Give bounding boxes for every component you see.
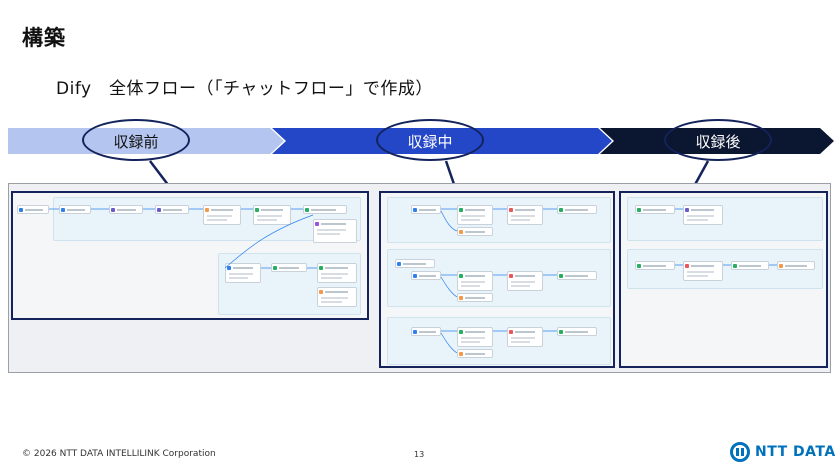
workflow-node xyxy=(17,205,49,214)
workflow-node xyxy=(225,263,261,283)
phase-ellipse-after xyxy=(664,119,772,161)
footer-copyright: © 2026 NTT DATA INTELLILINK Corporation xyxy=(22,449,216,459)
workflow-node xyxy=(683,261,723,281)
page-subtitle: Dify 全体フロー（「チャットフロー」で作成） xyxy=(56,79,433,99)
workflow-node xyxy=(457,293,493,302)
workflow-node xyxy=(457,327,493,347)
workflow-canvas xyxy=(8,183,831,373)
phase-ellipse-during xyxy=(376,119,484,161)
workflow-node xyxy=(395,259,435,268)
workflow-node xyxy=(507,271,543,291)
workflow-node xyxy=(411,271,441,280)
phase-label-before: 収録前 xyxy=(113,133,159,151)
workflow-node xyxy=(777,261,815,270)
workflow-panel-after xyxy=(619,191,828,368)
workflow-node xyxy=(557,205,597,214)
workflow-node xyxy=(317,263,357,283)
workflow-edges xyxy=(675,208,777,266)
workflow-node xyxy=(253,205,291,225)
connector-lines xyxy=(149,160,710,191)
workflow-node xyxy=(683,205,723,225)
workflow-node xyxy=(203,205,241,225)
workflow-node xyxy=(303,205,347,214)
workflow-node xyxy=(457,227,493,236)
workflow-node xyxy=(457,205,493,225)
workflow-node xyxy=(271,263,307,272)
workflow-panel-during xyxy=(379,191,615,368)
workflow-node xyxy=(317,287,357,307)
page-title: 構築 xyxy=(22,26,66,50)
workflow-node xyxy=(731,261,769,270)
workflow-node xyxy=(557,327,597,336)
ntt-data-logo: NTT DATA xyxy=(730,441,836,463)
workflow-panel-before xyxy=(11,191,369,320)
workflow-group xyxy=(627,197,823,241)
page-number: 13 xyxy=(414,450,425,459)
workflow-edges xyxy=(440,208,557,354)
workflow-group xyxy=(387,197,611,243)
workflow-node xyxy=(457,349,493,358)
workflow-node xyxy=(635,261,675,270)
ntt-logo-icon xyxy=(730,442,750,462)
workflow-node xyxy=(635,205,675,214)
workflow-node xyxy=(507,327,543,347)
workflow-node xyxy=(109,205,143,214)
workflow-node xyxy=(507,205,543,225)
workflow-node xyxy=(457,271,493,291)
workflow-node xyxy=(313,219,357,243)
workflow-node xyxy=(557,271,597,280)
workflow-node xyxy=(411,205,441,214)
phase-ellipse-before xyxy=(82,119,190,161)
workflow-edges xyxy=(49,208,317,269)
phase-label-after: 収録後 xyxy=(695,133,741,151)
phase-label-during: 収録中 xyxy=(407,133,453,151)
logo-text: NTT DATA xyxy=(755,444,836,460)
workflow-group xyxy=(387,317,611,365)
workflow-node xyxy=(411,327,441,336)
workflow-node xyxy=(155,205,189,214)
workflow-node xyxy=(59,205,91,214)
